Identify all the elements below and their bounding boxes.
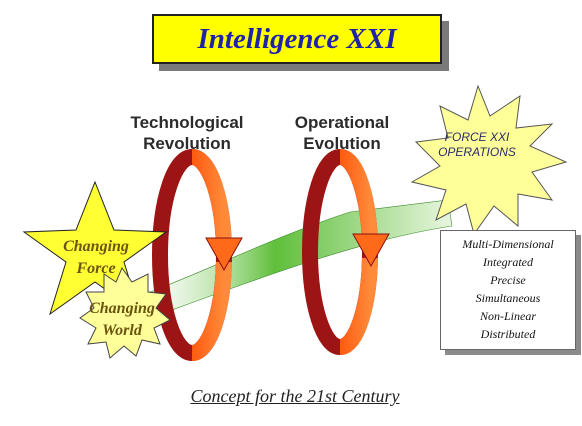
changing-force-star [22, 180, 168, 316]
technological-cycle-arrow [152, 148, 243, 362]
attribute-item: Integrated [483, 255, 533, 269]
changing-world-burst [79, 266, 171, 359]
heading-line: Revolution [143, 134, 231, 153]
operational-evolution-heading: Operational Evolution [272, 112, 412, 154]
attribute-item: Multi-Dimensional [462, 237, 554, 251]
page-title: Intelligence XXI [197, 22, 397, 55]
changing-world-label: Changing World [72, 298, 172, 342]
attribute-item: Simultaneous [475, 291, 541, 305]
progress-swoosh-arrow [129, 199, 453, 319]
attribute-item: Non-Linear [479, 309, 536, 323]
attributes-box: Multi-Dimensional Integrated Precise Sim… [440, 230, 576, 350]
attribute-item: Precise [490, 273, 526, 287]
force-xxi-line: OPERATIONS [438, 145, 516, 159]
heading-line: Evolution [303, 134, 381, 153]
force-xxi-label: FORCE XXI OPERATIONS [412, 130, 542, 160]
changing-world-line: World [102, 322, 142, 339]
operational-cycle-arrow [302, 148, 390, 356]
title-banner: Intelligence XXI [152, 14, 442, 64]
technological-revolution-heading: Technological Revolution [112, 112, 262, 154]
force-xxi-line: FORCE XXI [444, 130, 510, 144]
changing-force-label: Changing Force [40, 236, 152, 280]
attribute-item: Distributed [480, 327, 536, 341]
changing-force-line: Changing [63, 238, 129, 255]
force-xxi-burst [410, 84, 568, 236]
changing-world-line: Changing [89, 300, 155, 317]
heading-line: Operational [294, 113, 390, 132]
changing-force-line: Force [76, 260, 116, 277]
heading-line: Technological [130, 113, 244, 132]
concept-caption: Concept for the 21st Century [190, 386, 400, 406]
